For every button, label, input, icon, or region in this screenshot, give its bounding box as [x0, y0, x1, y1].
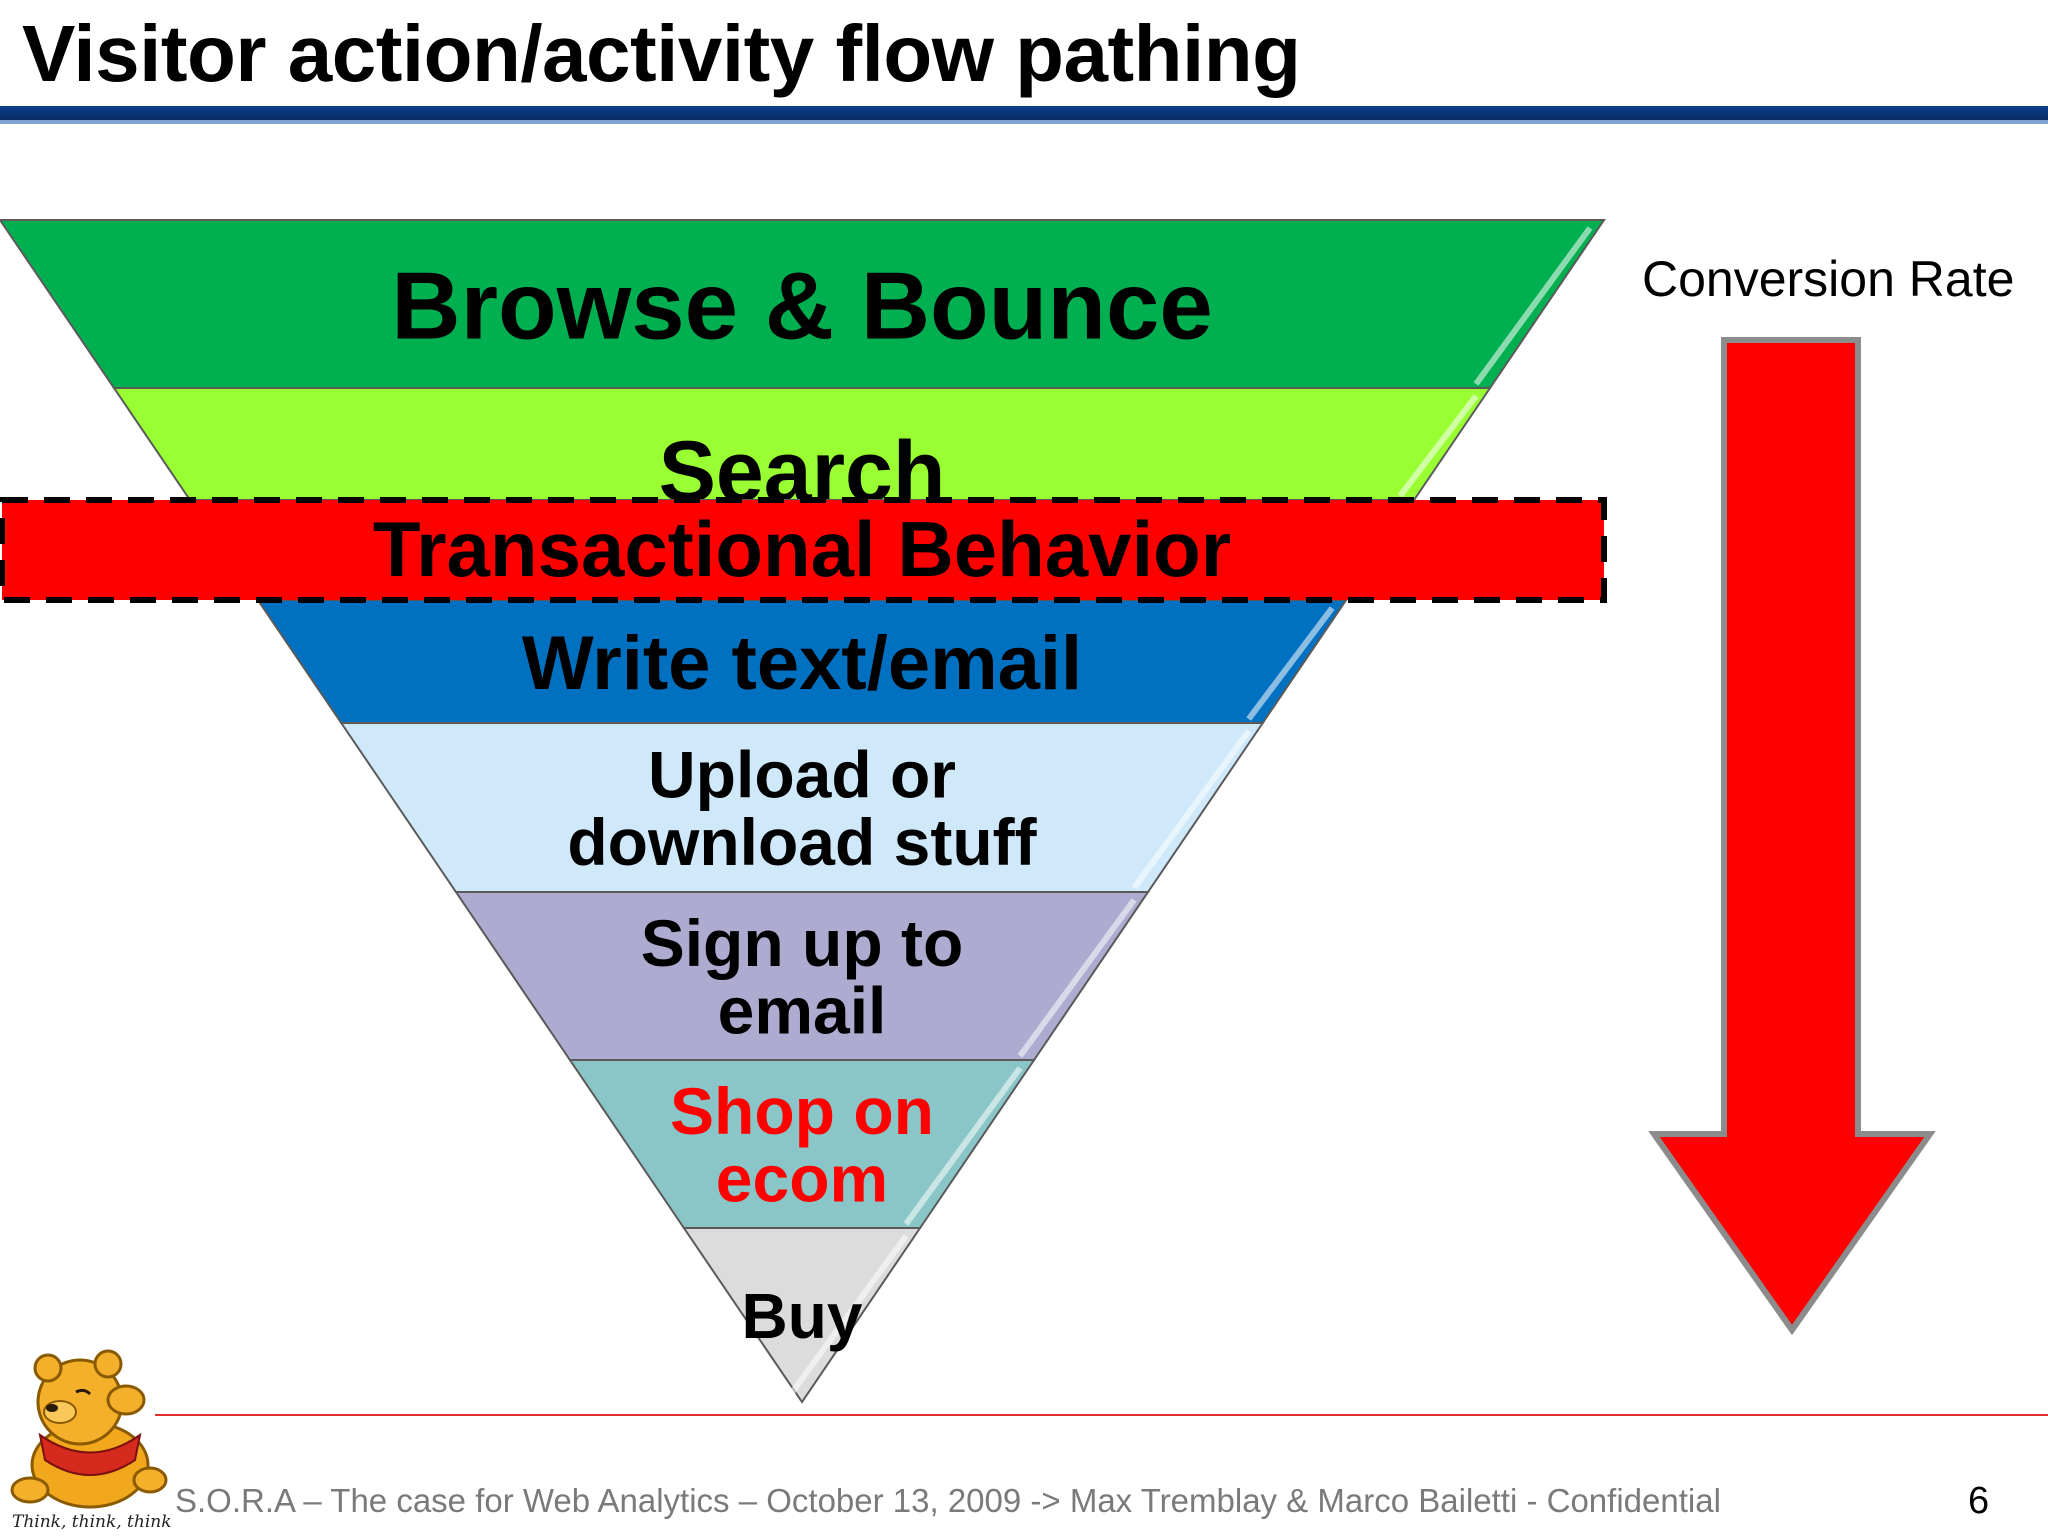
transactional-behavior-band [0, 497, 1607, 603]
funnel-stage-highlight-0 [1473, 226, 1593, 386]
funnel-stage-label-6-1: ecom [716, 1141, 888, 1215]
conversion-arrow-shape [1648, 337, 1936, 1336]
funnel-stage-highlight-5 [1017, 898, 1137, 1058]
funnel-stage-highlight-3 [1246, 606, 1335, 721]
funnel-stage-label-4-0: Upload or [648, 738, 956, 812]
funnel-stage-label-5-1: email [718, 973, 887, 1047]
conversion-rate-label: Conversion Rate [1642, 251, 2015, 307]
funnel-stage-label-6-0: Shop on [670, 1074, 934, 1148]
funnel-stage-label-3-0: Write text/email [522, 621, 1082, 706]
winnie-the-pooh-mascot-icon [10, 1349, 168, 1509]
page-number: 6 [1968, 1480, 1990, 1522]
funnel-stage-highlight-1 [1397, 394, 1479, 498]
funnel-stage-label-0-0: Browse & Bounce [391, 253, 1212, 360]
funnel-stage-highlight-4 [1131, 729, 1252, 890]
mascot-caption: Think, think, think [12, 1512, 172, 1532]
footer-text: S.O.R.A – The case for Web Analytics – O… [175, 1482, 1721, 1519]
transactional-behavior-label: Transactional Behavior [373, 505, 1231, 593]
footer-divider [155, 1414, 2048, 1416]
funnel-stage-highlight-7 [785, 1234, 909, 1400]
funnel-stage-label-4-1: download stuff [567, 805, 1037, 879]
funnel-stage-highlight-6 [903, 1066, 1023, 1226]
funnel-stage-label-7-0: Buy [742, 1280, 863, 1352]
down-arrow-icon [1648, 337, 1936, 1336]
slide-title: Visitor action/activity flow pathing [22, 9, 1301, 98]
title-underline [0, 106, 2048, 124]
funnel-stage-label-5-0: Sign up to [641, 906, 964, 980]
funnel-stage-7 [682, 1227, 922, 1404]
